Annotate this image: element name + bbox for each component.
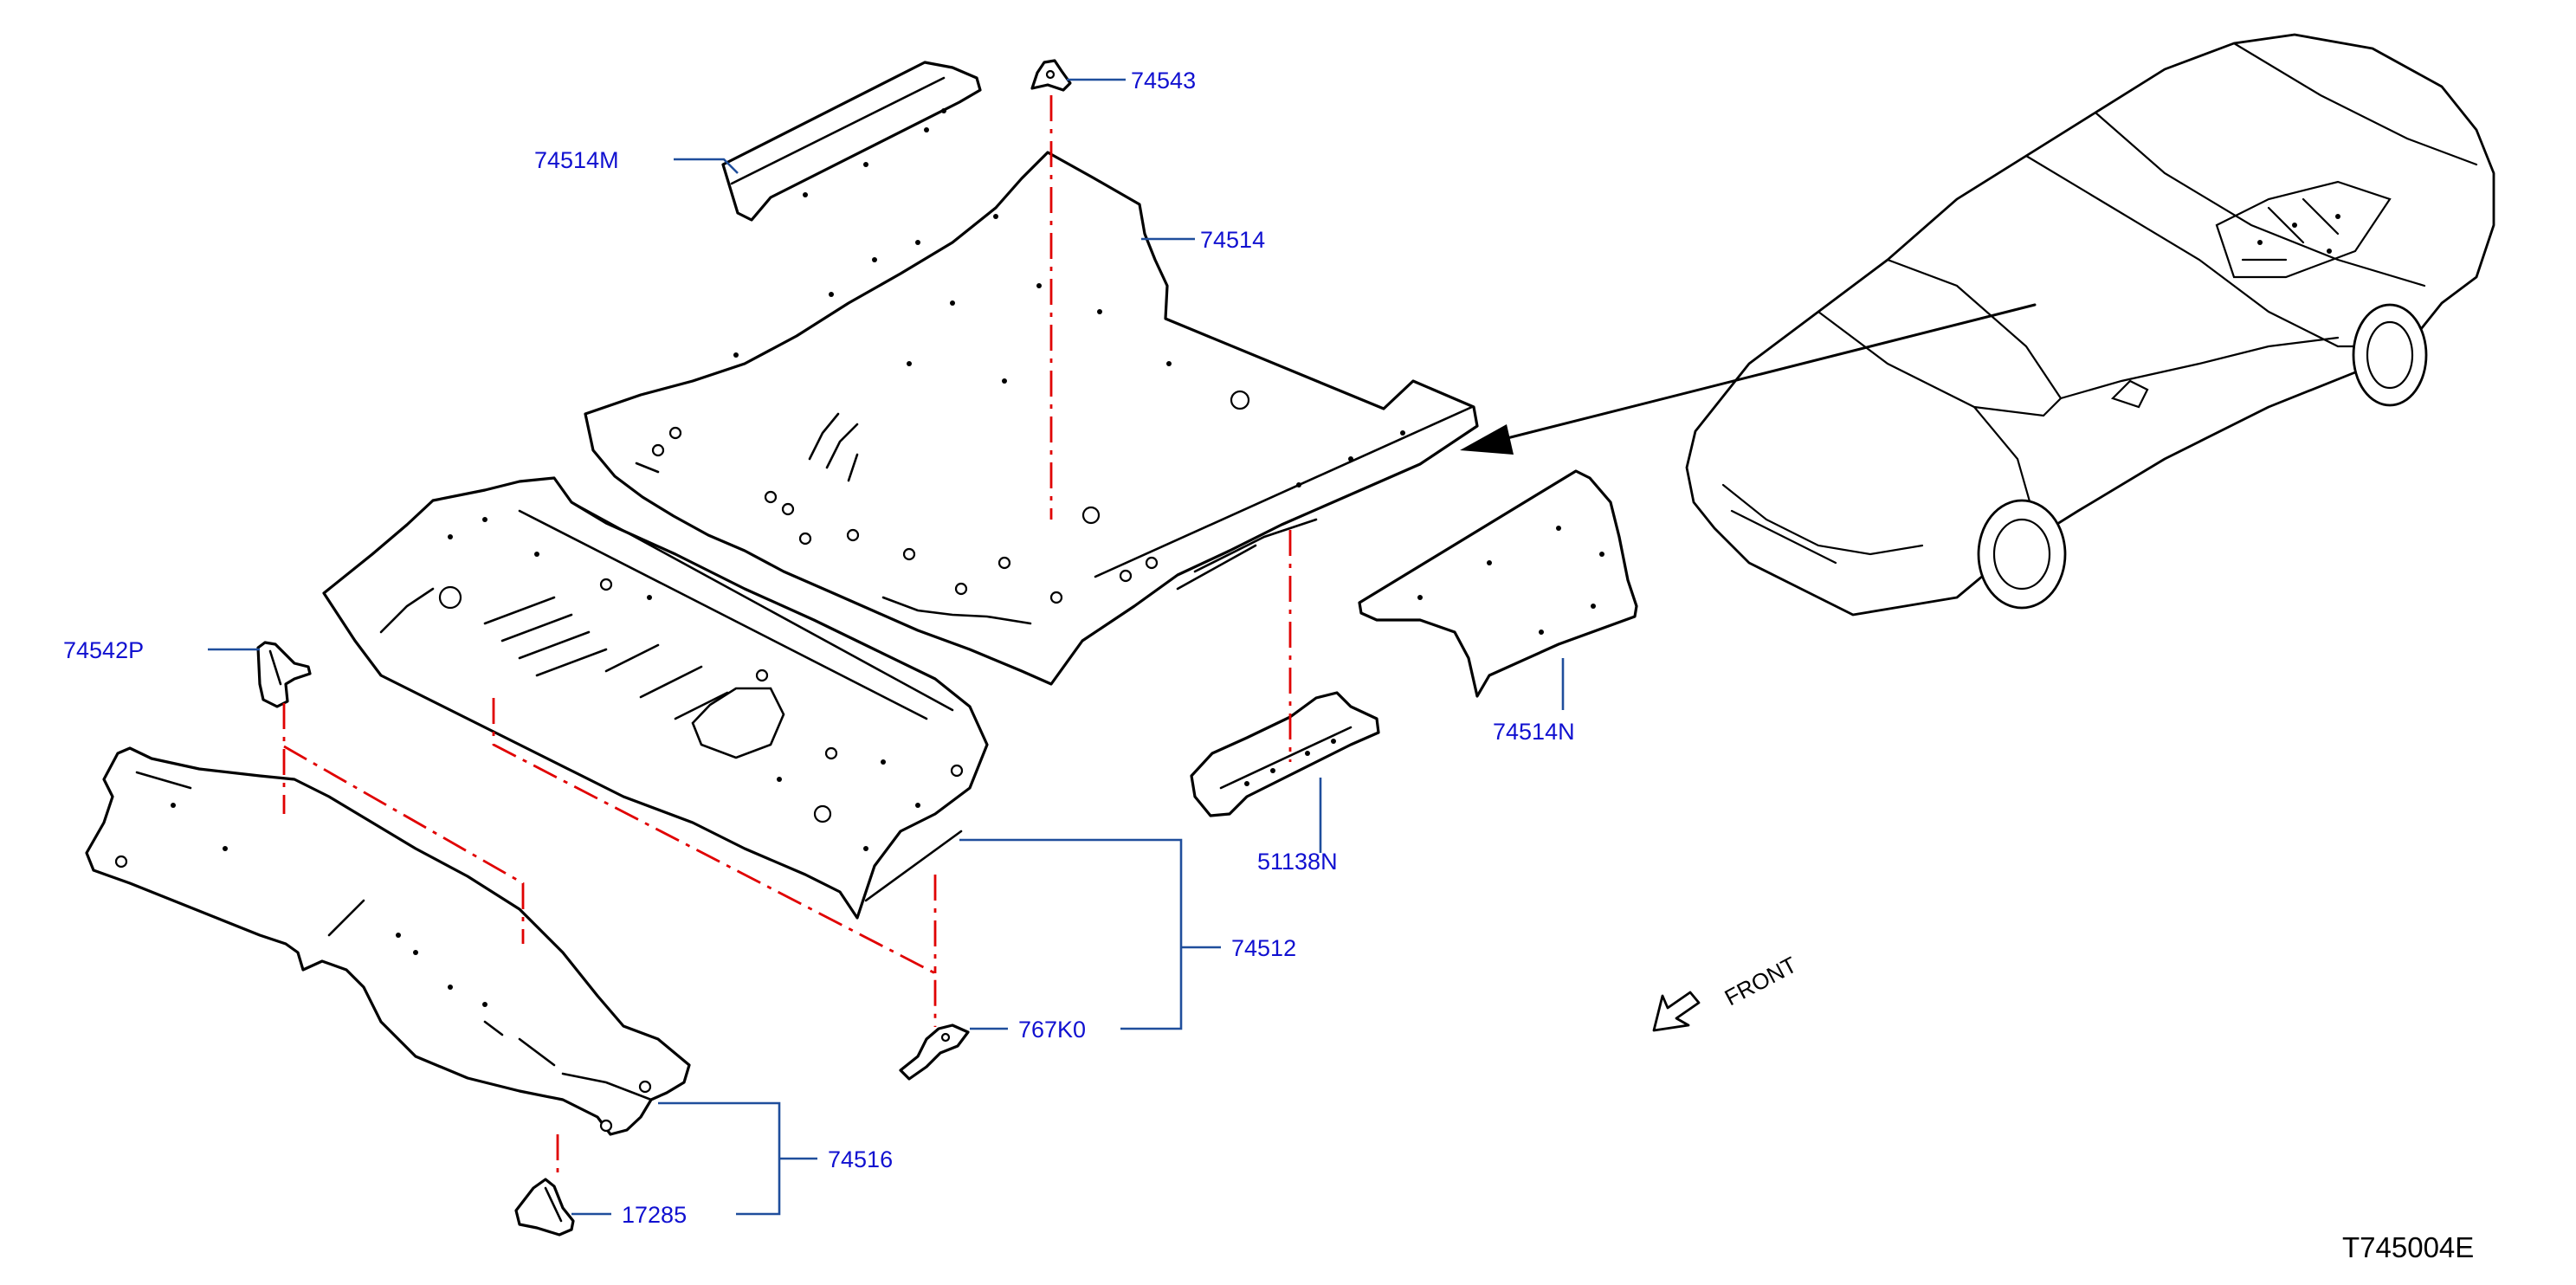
- label-74543: 74543: [1131, 68, 1196, 94]
- label-74512: 74512: [1231, 935, 1296, 961]
- part-74543: [1030, 59, 1072, 92]
- label-74542P: 74542P: [63, 637, 144, 663]
- part-74516: [85, 746, 691, 1136]
- assembly-centerlines: [282, 95, 1292, 1178]
- part-17285: [514, 1178, 575, 1237]
- part-74514: [584, 151, 1479, 686]
- label-74516: 74516: [828, 1146, 893, 1172]
- part-74542P: [256, 641, 312, 708]
- car-illustration: [1685, 33, 2495, 617]
- diagram-reference-code: T745004E: [2342, 1231, 2474, 1263]
- label-74514M: 74514M: [534, 147, 619, 173]
- part-767K0: [899, 1023, 970, 1081]
- front-direction-indicator: FRONT: [1652, 952, 1801, 1032]
- part-74514M: [721, 61, 982, 222]
- part-74514N: [1358, 469, 1638, 698]
- part-labels: 74543 74514M 74514 74542P 74514N 51138N …: [63, 68, 1575, 1228]
- label-767K0: 767K0: [1018, 1017, 1086, 1043]
- label-74514: 74514: [1200, 227, 1265, 253]
- front-arrow-icon: [1652, 991, 1701, 1032]
- leader-lines: [208, 78, 1565, 1216]
- label-74514N: 74514N: [1493, 719, 1575, 745]
- part-74512: [322, 476, 989, 920]
- pointer-arrow: [1460, 303, 2037, 455]
- label-51138N: 51138N: [1257, 849, 1338, 875]
- front-label: FRONT: [1721, 952, 1801, 1011]
- part-51138N: [1190, 691, 1380, 817]
- label-17285: 17285: [622, 1202, 687, 1228]
